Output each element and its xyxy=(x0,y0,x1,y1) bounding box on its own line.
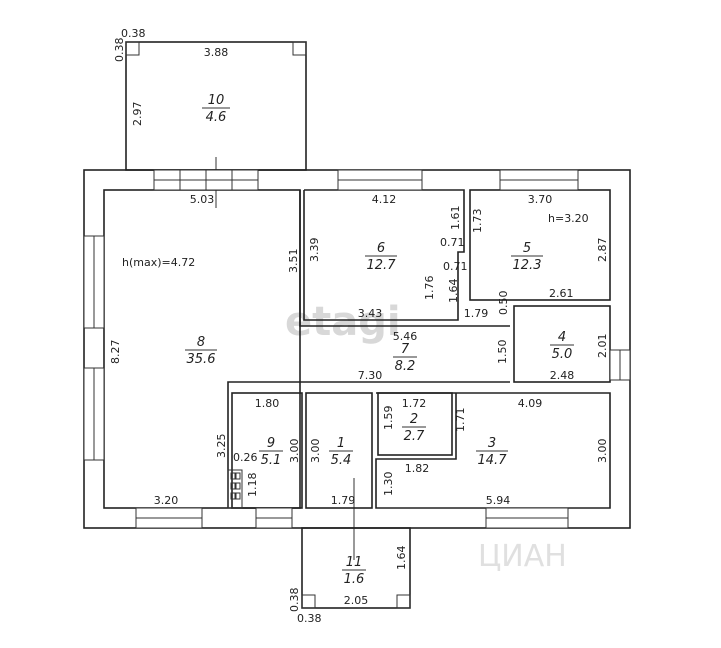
svg-text:9: 9 xyxy=(267,436,275,451)
svg-text:4.6: 4.6 xyxy=(206,110,227,125)
room-8: 8 35.6 xyxy=(185,335,217,367)
room-labels: 10 4.6 6 12.7 5 12.3 8 35.6 7 8.2 4 5.0 xyxy=(185,93,574,587)
svg-text:4: 4 xyxy=(558,330,566,345)
svg-text:8.2: 8.2 xyxy=(395,359,416,374)
height-note: h=3.20 xyxy=(548,212,589,225)
dimension-labels: 0.38 0.38 3.88 2.97 5.03 4.12 3.70 1.61 … xyxy=(109,27,609,625)
room-10: 10 4.6 xyxy=(202,93,230,125)
svg-text:0.71: 0.71 xyxy=(443,260,468,273)
svg-text:5.1: 5.1 xyxy=(261,453,282,468)
room-3: 3 14.7 xyxy=(476,436,508,468)
svg-text:5.94: 5.94 xyxy=(486,494,511,507)
svg-text:1.18: 1.18 xyxy=(246,473,259,498)
svg-text:1.64: 1.64 xyxy=(447,279,460,304)
svg-text:1.79: 1.79 xyxy=(331,494,356,507)
svg-text:7.30: 7.30 xyxy=(358,369,383,382)
svg-text:8: 8 xyxy=(197,335,205,350)
cian-watermark: ЦИАН xyxy=(478,539,567,574)
svg-text:14.7: 14.7 xyxy=(478,453,508,468)
svg-text:0.50: 0.50 xyxy=(497,291,510,316)
svg-text:8.27: 8.27 xyxy=(109,340,122,365)
svg-text:1.50: 1.50 xyxy=(496,340,509,365)
svg-text:1.30: 1.30 xyxy=(382,472,395,497)
svg-text:1.71: 1.71 xyxy=(454,408,467,433)
room-4: 4 5.0 xyxy=(550,330,574,362)
svg-text:1.82: 1.82 xyxy=(405,462,430,475)
svg-text:1.80: 1.80 xyxy=(255,397,280,410)
svg-text:6: 6 xyxy=(377,241,385,256)
svg-text:1.76: 1.76 xyxy=(423,276,436,301)
svg-text:2.48: 2.48 xyxy=(550,369,575,382)
room-11: 11 1.6 xyxy=(342,555,366,587)
svg-text:3.00: 3.00 xyxy=(596,439,609,464)
svg-text:5.03: 5.03 xyxy=(190,193,215,206)
svg-text:1.64: 1.64 xyxy=(395,546,408,571)
svg-text:10: 10 xyxy=(208,93,225,108)
svg-text:12.3: 12.3 xyxy=(513,258,542,273)
room-7: 7 8.2 xyxy=(393,342,417,374)
room-6: 6 12.7 xyxy=(365,241,397,273)
svg-text:2.87: 2.87 xyxy=(596,238,609,263)
svg-text:5.46: 5.46 xyxy=(393,330,418,343)
svg-text:12.7: 12.7 xyxy=(367,258,397,273)
svg-text:3.25: 3.25 xyxy=(215,434,228,459)
svg-text:1.6: 1.6 xyxy=(344,572,365,587)
svg-text:0.38: 0.38 xyxy=(297,612,322,625)
svg-text:2.05: 2.05 xyxy=(344,594,369,607)
svg-text:1.59: 1.59 xyxy=(382,406,395,431)
svg-text:5.0: 5.0 xyxy=(552,347,573,362)
svg-text:0.71: 0.71 xyxy=(440,236,465,249)
vent-detail xyxy=(227,469,243,509)
room-2: 2 2.7 xyxy=(402,412,426,444)
room-1: 1 5.4 xyxy=(329,436,353,468)
svg-text:5: 5 xyxy=(523,241,531,256)
svg-text:3.00: 3.00 xyxy=(288,439,301,464)
svg-text:0.38: 0.38 xyxy=(288,588,301,613)
svg-text:3.51: 3.51 xyxy=(287,249,300,274)
svg-text:3.43: 3.43 xyxy=(358,307,383,320)
svg-text:4.09: 4.09 xyxy=(518,397,543,410)
svg-text:3: 3 xyxy=(488,436,496,451)
svg-text:7: 7 xyxy=(401,342,410,357)
svg-text:4.12: 4.12 xyxy=(372,193,397,206)
svg-text:1.79: 1.79 xyxy=(464,307,489,320)
svg-text:0.38: 0.38 xyxy=(121,27,146,40)
svg-text:5.4: 5.4 xyxy=(331,453,352,468)
svg-text:0.38: 0.38 xyxy=(113,38,126,63)
svg-text:1: 1 xyxy=(337,436,345,451)
windows xyxy=(83,169,631,529)
porch-bottom xyxy=(301,478,411,609)
room-5: 5 12.3 xyxy=(511,241,543,273)
svg-text:2.97: 2.97 xyxy=(131,102,144,127)
svg-text:1.61: 1.61 xyxy=(449,206,462,231)
svg-text:2.7: 2.7 xyxy=(404,429,425,444)
svg-text:3.88: 3.88 xyxy=(204,46,229,59)
svg-text:3.00: 3.00 xyxy=(309,439,322,464)
svg-text:3.70: 3.70 xyxy=(528,193,553,206)
room-9: 9 5.1 xyxy=(259,436,283,468)
svg-text:1.72: 1.72 xyxy=(402,397,427,410)
svg-text:3.39: 3.39 xyxy=(308,238,321,263)
svg-text:3.20: 3.20 xyxy=(154,494,179,507)
svg-text:0.26: 0.26 xyxy=(233,451,258,464)
svg-text:2: 2 xyxy=(410,412,418,427)
svg-text:1.73: 1.73 xyxy=(471,209,484,234)
etagi-watermark: etagi xyxy=(285,299,401,345)
height-max-note: h(max)=4.72 xyxy=(122,256,195,269)
svg-text:11: 11 xyxy=(346,555,363,570)
svg-text:2.01: 2.01 xyxy=(596,334,609,359)
svg-text:35.6: 35.6 xyxy=(187,352,216,367)
svg-text:2.61: 2.61 xyxy=(549,287,574,300)
